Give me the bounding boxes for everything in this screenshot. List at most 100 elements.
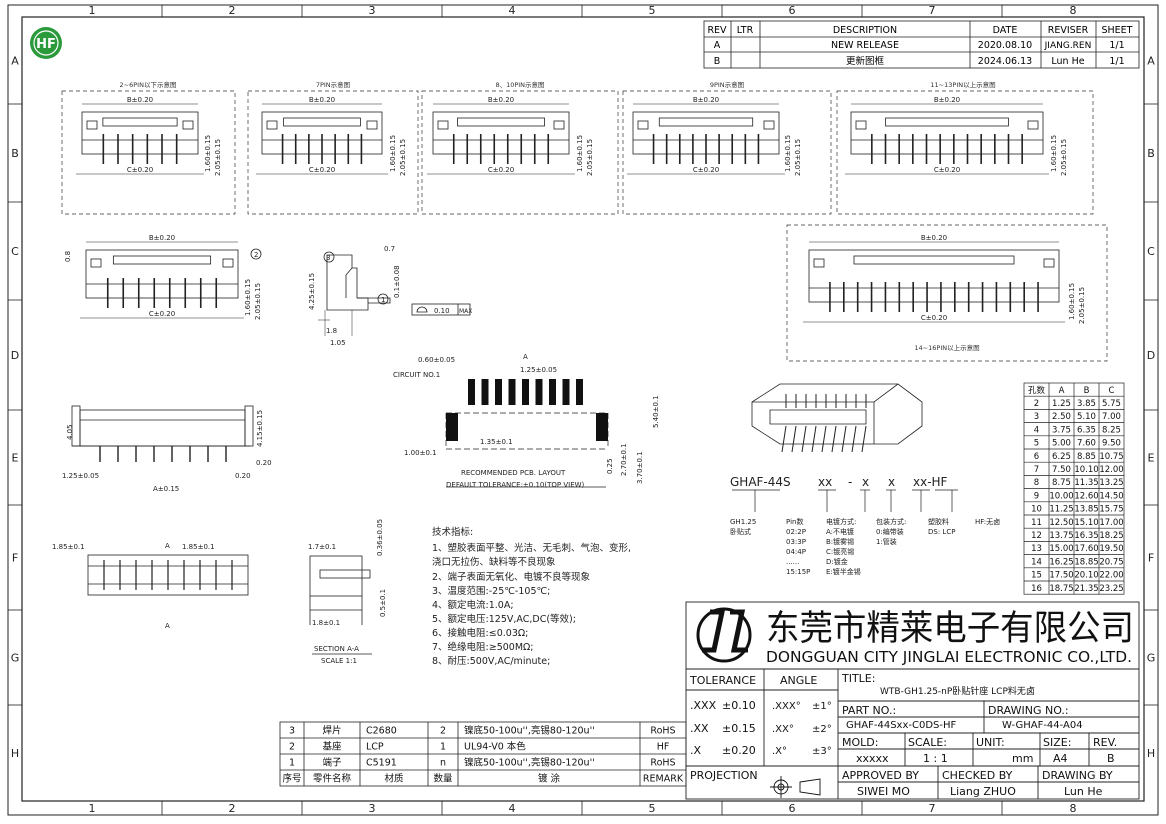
iso-pin [811, 425, 817, 453]
bom-cell: 1 [289, 758, 295, 769]
pcb-dim-0-25: 0.25 [606, 458, 614, 474]
bom-header: 序号 [282, 773, 301, 785]
tb-ang-xx: .XX° [772, 724, 794, 735]
pcb-mount-pad-right [596, 413, 608, 441]
iso-pin [791, 425, 797, 453]
dim-table-cell: 15.00 [1049, 544, 1073, 554]
pcb-layout-title: RECOMMENDED PCB. LAYOUT [461, 469, 566, 477]
code-desc-pins-1: 02:2P [786, 528, 806, 536]
dim-table-cell: 18.85 [1074, 557, 1098, 567]
bom-header: 零件名称 [313, 773, 352, 785]
dim-table-cell: 7 [1034, 465, 1039, 475]
pcb-signal-pad [576, 379, 583, 405]
dim-table-cell: 20.10 [1074, 571, 1098, 581]
code-desc-plating-2: B:镀雾锡 [826, 537, 854, 546]
dim-table-cell: 6.35 [1077, 425, 1096, 435]
zone-row-right-D: D [1147, 349, 1155, 362]
company-logo: HF [30, 27, 62, 59]
code-desc-pins-5: 15:15P [786, 568, 810, 576]
dim-table-header: B [1084, 386, 1090, 396]
dim-table-cell: 7.00 [1102, 412, 1121, 422]
dim-table-cell: 11.35 [1074, 478, 1098, 488]
bom-cell: 镍底50-100u'',亮锡80-120u'' [464, 725, 595, 737]
zone-col-top-4: 4 [509, 4, 516, 17]
pcb-dim-1-00: 1.00±0.1 [404, 449, 437, 457]
tb-projection: PROJECTION [690, 769, 758, 782]
dim-0-20-b: 0.20 [235, 472, 251, 480]
iso-pin [801, 425, 807, 453]
code-dash: - [848, 475, 852, 489]
connector-view-c [80, 241, 244, 319]
bom-cell: LCP [366, 742, 384, 753]
code-desc-packing-1: 0:编带装 [876, 527, 904, 536]
zone-row-right-E: E [1148, 452, 1155, 465]
tb-tol-xxx: .XXX [690, 699, 717, 712]
code-desc-hf: HF:无卤 [975, 517, 1000, 526]
dim-table-cell: 12.60 [1074, 491, 1098, 501]
dim-1-85-right: 1.85±0.1 [182, 543, 215, 551]
dim-table-cell: 17.60 [1074, 544, 1098, 554]
tb-tol-x-v: ±0.20 [722, 744, 756, 757]
code-desc-series-a: GH1.25 [730, 518, 756, 526]
tb-scale-header: SCALE: [908, 736, 947, 749]
dim-205-v1: 2.05±0.15 [214, 139, 222, 176]
dim-table-cell: 6.25 [1052, 452, 1071, 462]
tb-ang-x-v: ±3° [812, 746, 832, 757]
spec-line-1: 1、塑胶表面平整、光洁、无毛刺、气泡、变形, [432, 542, 631, 554]
rev-header-rev: REV [707, 25, 727, 36]
dim-205-c: 2.05±0.15 [254, 283, 262, 320]
iso-pin [861, 425, 867, 453]
pcb-dim-2-70: 2.70±0.1 [620, 443, 628, 476]
section-view [87, 554, 371, 625]
code-desc-plating-0: 电镀方式: [826, 517, 856, 526]
dim-160-v6: 1.60±0.15 [1068, 283, 1076, 320]
dim-160-v5: 1.60±0.15 [1050, 135, 1058, 172]
company-name-en: DONGGUAN CITY JINGLAI ELECTRONIC CO.,LTD… [766, 648, 1132, 666]
code-packing: x [888, 475, 895, 489]
dim-table-cell: 8 [1034, 478, 1039, 488]
pcb-circuit-no1: CIRCUIT NO.1 [393, 371, 440, 379]
section-mark-bottom: A [165, 622, 170, 630]
zone-col-top-1: 1 [89, 4, 96, 17]
zone-col-bottom-6: 6 [789, 802, 796, 815]
tb-tol-x: .X [690, 744, 701, 757]
zone-col-top-5: 5 [649, 4, 656, 17]
zone-col-bottom-3: 3 [369, 802, 376, 815]
dim-table-cell: 6 [1034, 452, 1039, 462]
dim-4-25: 4.25±0.15 [308, 273, 316, 310]
dim-table-cell: 13.75 [1049, 531, 1073, 541]
bom-cell: 镍底50-100u'',亮锡80-120u'' [464, 757, 595, 769]
view-caption-9pin: 9PIN示意图 [710, 80, 744, 89]
variant-views [61, 90, 1108, 362]
tb-unit-header: UNIT: [976, 736, 1005, 749]
iso-pin [841, 425, 847, 453]
view-caption-7pin: 7PIN示意图 [316, 80, 350, 89]
tb-drawing-value: W-GHAF-44-A04 [1002, 720, 1083, 731]
zone-col-bottom-8: 8 [1070, 802, 1077, 815]
spec-title: 技术指标: [432, 526, 473, 538]
dim-table-cell: 12.50 [1049, 518, 1073, 528]
rev-header-ltr: LTR [737, 25, 754, 36]
company-name-cn: 东莞市精莱电子有限公司 [766, 609, 1134, 649]
dim-table-cell: 8.25 [1102, 425, 1121, 435]
tb-angle-header: ANGLE [780, 674, 817, 687]
rev-header-sheet: SHEET [1102, 25, 1133, 36]
code-desc-pins-4: ...... [786, 558, 799, 566]
code-desc-plating-4: D:镀金 [826, 557, 848, 566]
dim-1-8-0-1: 1.8±0.1 [312, 619, 340, 627]
tb-ang-xx-v: ±2° [812, 724, 832, 735]
dim-table-cell: 17.50 [1049, 571, 1073, 581]
bom-cell: UL94-V0 本色 [464, 741, 526, 753]
dim-205-v2: 2.05±0.15 [399, 139, 407, 176]
dim-0-1-0-08: 0.1±0.08 [393, 265, 401, 298]
dim-table-cell: 14.50 [1099, 491, 1123, 501]
tb-title-value: WTB-GH1.25-nP卧贴针座 LCP料无卤 [880, 685, 1035, 697]
bom-cell: C2680 [366, 726, 397, 737]
pcb-default-tolerance: DEFAULT TOLERANCE:±0.10(TOP VIEW) [446, 481, 585, 489]
spec-line-6: 5、额定电压:125V,AC,DC(等效); [432, 613, 576, 625]
code-desc-pins-2: 03:3P [786, 538, 806, 546]
code-desc-packing-0: 包装方式: [876, 517, 906, 526]
dim-b-v1: B±0.20 [127, 96, 153, 104]
rev-a-rev: A [714, 40, 721, 51]
